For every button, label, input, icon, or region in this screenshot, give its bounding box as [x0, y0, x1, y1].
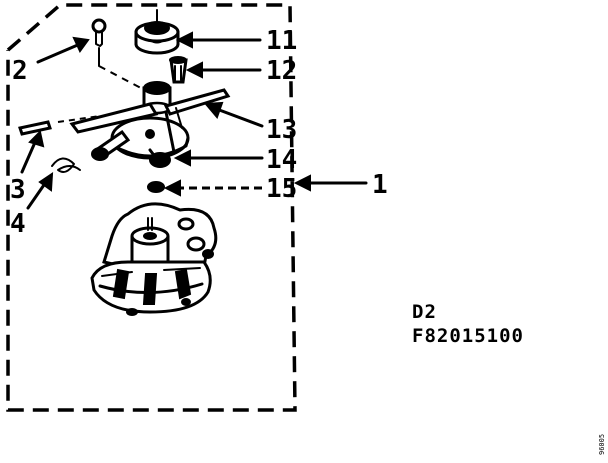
assembly-boundary — [6, 3, 297, 412]
coupling-part-12 — [169, 56, 188, 84]
callout-15: 15 — [266, 174, 297, 204]
side-code: 96005 — [598, 434, 606, 455]
pulley-part-11 — [134, 9, 180, 55]
callout-12: 12 — [266, 56, 297, 86]
callout-14: 14 — [266, 145, 297, 175]
pump-housing — [90, 202, 218, 316]
pin-part-3 — [18, 115, 101, 136]
agitator-assembly — [69, 81, 231, 168]
reference-block: D2 F82015100 — [412, 301, 524, 347]
washer-part-15 — [147, 181, 165, 193]
callout-11: 11 — [266, 26, 297, 56]
callout-1: 1 — [372, 170, 388, 200]
part-number: F82015100 — [412, 325, 524, 347]
section-code: D2 — [412, 301, 437, 323]
screw-part-2 — [91, 18, 157, 97]
callout-4: 4 — [10, 209, 26, 239]
leader-arrows — [20, 31, 368, 210]
callout-2: 2 — [12, 56, 28, 86]
callout-13: 13 — [266, 115, 297, 145]
clip-part-4 — [51, 157, 81, 173]
callout-labels: 11 12 13 14 15 1 2 3 4 — [10, 26, 388, 239]
callout-3: 3 — [10, 175, 26, 205]
